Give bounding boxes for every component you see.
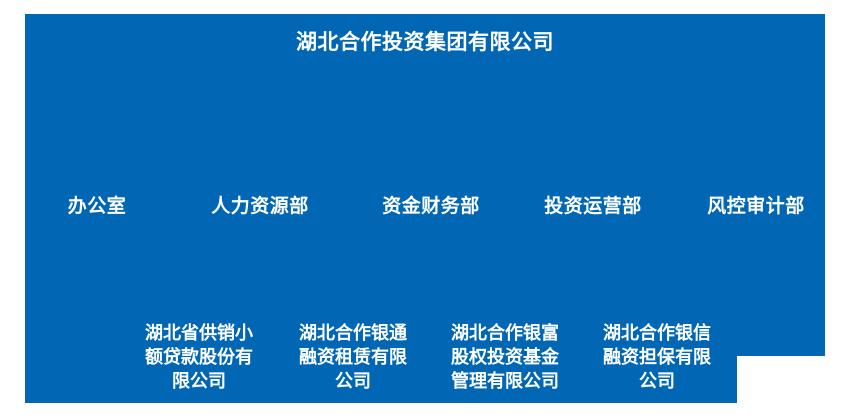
corner-notch — [737, 356, 850, 420]
org-root-node: 湖北合作投资集团有限公司 — [296, 30, 554, 54]
department-node-risk-audit: 风控审计部 — [707, 195, 805, 217]
subsidiary-node-equity-fund: 湖北合作银富 股权投资基金 管理有限公司 — [451, 323, 559, 392]
subsidiary-node-leasing: 湖北合作银通 融资租赁有限 公司 — [299, 323, 407, 392]
subsidiary-node-microloan: 湖北省供销小 额贷款股份有 限公司 — [145, 323, 253, 392]
org-chart-board — [25, 14, 825, 403]
department-node-office: 办公室 — [67, 195, 127, 217]
department-node-investment-ops: 投资运营部 — [544, 195, 642, 217]
department-node-finance: 资金财务部 — [382, 195, 480, 217]
subsidiary-node-guarantee: 湖北合作银信 融资担保有限 公司 — [603, 323, 711, 392]
department-node-hr: 人力资源部 — [211, 195, 309, 217]
